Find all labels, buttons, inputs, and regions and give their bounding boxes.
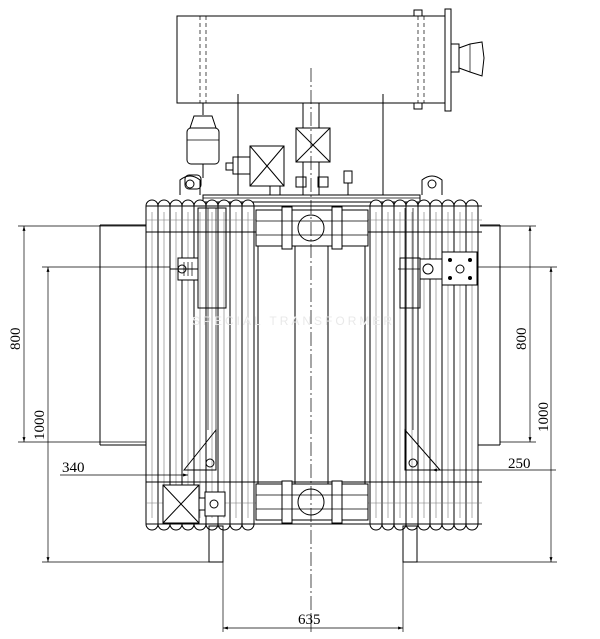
gas-relay bbox=[295, 127, 331, 195]
conservator-pipes bbox=[237, 94, 384, 195]
breather bbox=[184, 103, 220, 190]
valve bbox=[343, 170, 353, 195]
dim-left-800: 800 bbox=[8, 328, 24, 351]
dim-right-offset-250: 250 bbox=[508, 456, 531, 472]
radiator-fins-right bbox=[369, 199, 479, 531]
dimension-labels: 800 1000 800 1000 340 250 635 bbox=[8, 328, 552, 629]
upper-header bbox=[255, 206, 369, 250]
right-terminal-box bbox=[398, 251, 478, 286]
lifting-lugs bbox=[179, 175, 443, 195]
left-side-cooler-outline bbox=[99, 224, 146, 446]
dim-bottom-635: 635 bbox=[298, 612, 321, 628]
watermark: SPECIAL TRANSFORMER bbox=[192, 314, 395, 328]
base-feet bbox=[208, 525, 418, 563]
drain-valve-box bbox=[162, 484, 226, 524]
dim-right-1000: 1000 bbox=[536, 402, 552, 432]
conservator-tank bbox=[176, 8, 485, 112]
radiator-fins-left bbox=[145, 199, 255, 531]
dim-left-1000: 1000 bbox=[32, 410, 48, 440]
dim-left-offset-340: 340 bbox=[62, 460, 85, 476]
dimension-lines bbox=[18, 225, 557, 632]
dim-right-800: 800 bbox=[514, 328, 530, 351]
control-box bbox=[225, 145, 285, 196]
lower-header bbox=[255, 480, 369, 524]
tank-cover bbox=[202, 194, 421, 203]
left-indicator bbox=[170, 257, 199, 281]
left-support-plate bbox=[182, 428, 442, 471]
tank-center bbox=[257, 246, 366, 484]
